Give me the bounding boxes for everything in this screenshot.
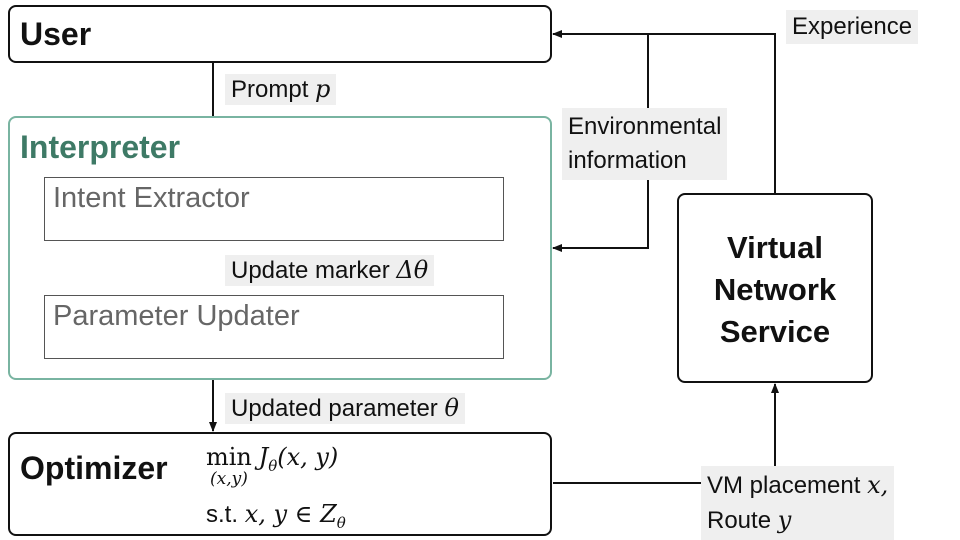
vm-placement-symbol: x, bbox=[867, 471, 889, 499]
optimizer-title: Optimizer bbox=[20, 450, 168, 486]
interpreter-title: Interpreter bbox=[20, 129, 181, 165]
user-title: User bbox=[20, 16, 92, 52]
experience-text: Experience bbox=[792, 13, 913, 40]
constraint-vars: x, y ∈ bbox=[244, 500, 321, 528]
environmental-information-label: Environmental information bbox=[562, 108, 728, 180]
vns-line-2: Network bbox=[713, 272, 837, 307]
environmental-line-2: information bbox=[568, 147, 687, 174]
environmental-line-1: Environmental bbox=[568, 113, 722, 140]
update-marker-label: Update marker Δθ bbox=[225, 255, 435, 286]
intent-extractor-label: Intent Extractor bbox=[53, 182, 250, 214]
intent-extractor-box: Intent Extractor bbox=[44, 177, 504, 241]
arrow-vns-to-user bbox=[552, 30, 776, 193]
prompt-text: Prompt bbox=[231, 76, 309, 103]
constraint-prefix: s.t. bbox=[206, 501, 239, 528]
constraint-set-subscript: θ bbox=[336, 513, 346, 532]
arrow-env-to-interpreter bbox=[552, 34, 649, 252]
experience-label: Experience bbox=[786, 10, 919, 44]
route-text: Route bbox=[707, 507, 772, 534]
user-box: User bbox=[8, 5, 552, 63]
parameter-updater-label: Parameter Updater bbox=[53, 300, 300, 332]
objective-function-subscript: θ bbox=[268, 456, 278, 475]
updated-parameter-symbol: θ bbox=[444, 394, 459, 422]
objective-args: (x, y) bbox=[277, 443, 339, 471]
objective-function: J bbox=[258, 443, 269, 471]
optimizer-objective: min (x,y) Jθ(x, y) bbox=[206, 444, 338, 488]
updated-parameter-text: Updated parameter bbox=[231, 395, 438, 422]
constraint-set: Z bbox=[320, 500, 337, 528]
vns-line-1: Virtual bbox=[727, 230, 823, 265]
min-operator: min bbox=[206, 443, 252, 471]
update-marker-text: Update marker bbox=[231, 257, 390, 284]
vns-line-3: Service bbox=[719, 314, 831, 349]
optimizer-constraint: s.t. x, y ∈ Zθ bbox=[206, 500, 346, 532]
updated-parameter-label: Updated parameter θ bbox=[225, 393, 465, 424]
vm-placement-text: VM placement bbox=[707, 472, 861, 499]
update-marker-symbol: Δθ bbox=[396, 256, 429, 284]
vm-placement-route-label: VM placement x, Route y bbox=[701, 466, 895, 540]
parameter-updater-box: Parameter Updater bbox=[44, 295, 504, 359]
optimizer-box: Optimizer min (x,y) Jθ(x, y) s.t. x, y ∈… bbox=[8, 432, 552, 536]
min-subscript: (x,y) bbox=[210, 469, 248, 489]
route-symbol: y bbox=[777, 506, 792, 534]
vns-box: Virtual Network Service bbox=[677, 193, 873, 383]
vns-title: Virtual Network Service bbox=[679, 227, 871, 353]
prompt-symbol: p bbox=[315, 75, 331, 103]
prompt-label: Prompt p bbox=[225, 74, 337, 105]
